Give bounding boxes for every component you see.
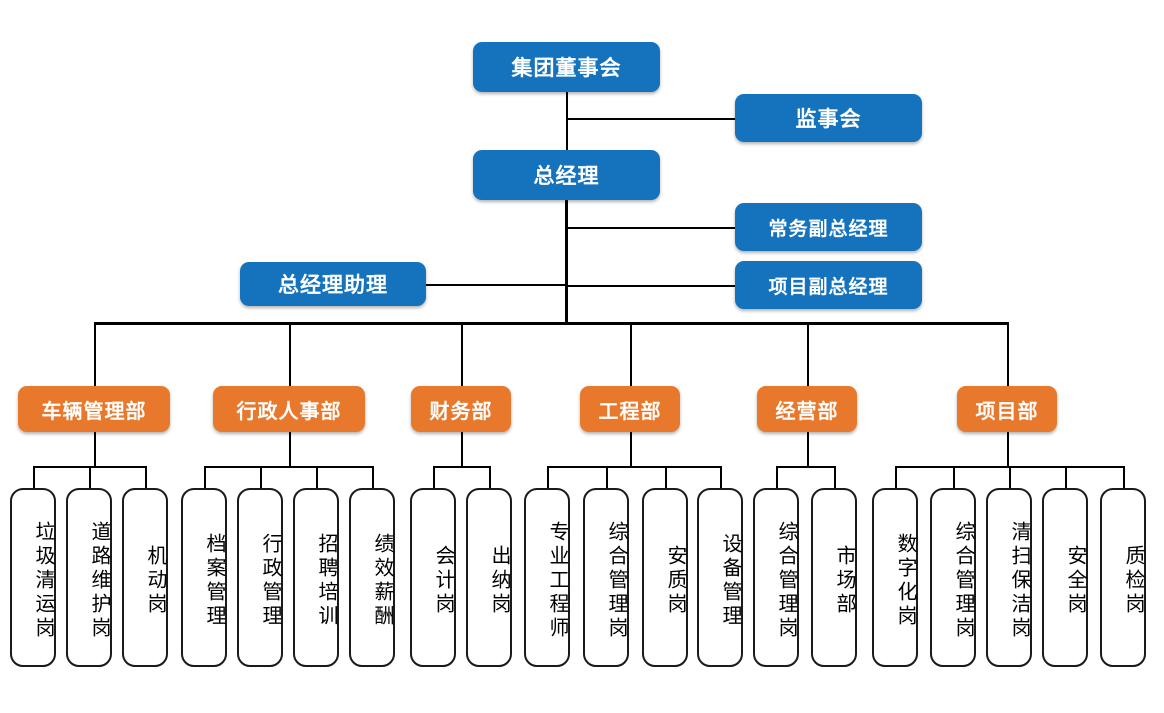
line-gm-trunk <box>565 200 568 324</box>
exec-node-exec-vp[interactable]: 常务副总经理 <box>735 203 922 251</box>
line-leafbus-to-leaf <box>776 466 778 488</box>
line-leafbus-to-leaf <box>204 466 206 488</box>
leaf-bus-admin-hr <box>204 466 372 468</box>
leaf-node[interactable]: 招聘培训 <box>293 488 339 667</box>
leaf-bus-operations <box>776 466 834 468</box>
line-bus-to-project <box>1007 322 1009 386</box>
line-bus-to-admin-hr <box>289 322 291 386</box>
leaf-node[interactable]: 综合管理岗 <box>583 488 629 667</box>
leaf-node[interactable]: 质检岗 <box>1100 488 1146 667</box>
line-bus-to-finance <box>461 322 463 386</box>
leaf-node[interactable]: 清扫保洁岗 <box>986 488 1032 667</box>
exec-node-supervisors[interactable]: 监事会 <box>735 94 922 142</box>
leaf-node[interactable]: 综合管理岗 <box>930 488 976 667</box>
exec-node-board[interactable]: 集团董事会 <box>473 42 660 92</box>
line-trunk-to-exec-vp <box>566 227 735 229</box>
leaf-node[interactable]: 安全岗 <box>1042 488 1088 667</box>
line-bus-to-operations <box>807 322 809 386</box>
leaf-node[interactable]: 市场部 <box>811 488 857 667</box>
leaf-node[interactable]: 行政管理 <box>237 488 283 667</box>
line-admin-hr-to-leafbus <box>289 432 291 466</box>
dept-bus <box>94 322 1007 325</box>
leaf-node[interactable]: 综合管理岗 <box>753 488 799 667</box>
line-leafbus-to-leaf <box>145 466 147 488</box>
line-trunk-to-project-vp <box>566 285 735 287</box>
line-leafbus-to-leaf <box>895 466 897 488</box>
line-leafbus-to-leaf <box>953 466 955 488</box>
leaf-node[interactable]: 机动岗 <box>122 488 168 667</box>
dept-node-vehicle[interactable]: 车辆管理部 <box>18 386 170 432</box>
dept-node-engineering[interactable]: 工程部 <box>580 386 680 432</box>
leaf-node[interactable]: 出纳岗 <box>466 488 512 667</box>
line-leafbus-to-leaf <box>1123 466 1125 488</box>
dept-node-admin-hr[interactable]: 行政人事部 <box>213 386 365 432</box>
line-finance-to-leafbus <box>461 432 463 466</box>
dept-node-project[interactable]: 项目部 <box>957 386 1057 432</box>
line-leafbus-to-leaf <box>834 466 836 488</box>
line-leafbus-to-leaf <box>489 466 491 488</box>
exec-node-gm-assistant[interactable]: 总经理助理 <box>240 262 426 306</box>
line-leafbus-to-leaf <box>260 466 262 488</box>
line-leafbus-to-leaf <box>606 466 608 488</box>
line-vehicle-to-leafbus <box>94 432 96 466</box>
line-assistant-to-trunk <box>426 284 566 286</box>
leaf-node[interactable]: 专业工程师 <box>524 488 570 667</box>
line-operations-to-leafbus <box>807 432 809 466</box>
leaf-node[interactable]: 道路维护岗 <box>66 488 112 667</box>
line-bus-to-vehicle <box>94 322 96 386</box>
exec-node-gm[interactable]: 总经理 <box>473 150 660 200</box>
leaf-node[interactable]: 垃圾清运岗 <box>10 488 56 667</box>
leaf-node[interactable]: 安质岗 <box>642 488 688 667</box>
leaf-node[interactable]: 数字化岗 <box>872 488 918 667</box>
line-leafbus-to-leaf <box>316 466 318 488</box>
leaf-bus-finance <box>433 466 489 468</box>
leaf-node[interactable]: 绩效薪酬 <box>349 488 395 667</box>
leaf-node[interactable]: 会计岗 <box>410 488 456 667</box>
line-leafbus-to-leaf <box>33 466 35 488</box>
line-leafbus-to-leaf <box>547 466 549 488</box>
line-trunk-to-supervisors <box>566 118 735 120</box>
line-bus-to-engineering <box>630 322 632 386</box>
line-leafbus-to-leaf <box>720 466 722 488</box>
line-project-to-leafbus <box>1007 432 1009 466</box>
line-leafbus-to-leaf <box>665 466 667 488</box>
leaf-node[interactable]: 档案管理 <box>181 488 227 667</box>
line-engineering-to-leafbus <box>630 432 632 466</box>
dept-node-finance[interactable]: 财务部 <box>411 386 511 432</box>
line-leafbus-to-leaf <box>1065 466 1067 488</box>
line-leafbus-to-leaf <box>1009 466 1011 488</box>
dept-node-operations[interactable]: 经营部 <box>757 386 857 432</box>
line-leafbus-to-leaf <box>433 466 435 488</box>
line-board-to-gm <box>566 92 568 150</box>
line-leafbus-to-leaf <box>89 466 91 488</box>
exec-node-project-vp[interactable]: 项目副总经理 <box>735 261 922 309</box>
leaf-node[interactable]: 设备管理 <box>697 488 743 667</box>
line-leafbus-to-leaf <box>372 466 374 488</box>
leaf-bus-engineering <box>547 466 720 468</box>
